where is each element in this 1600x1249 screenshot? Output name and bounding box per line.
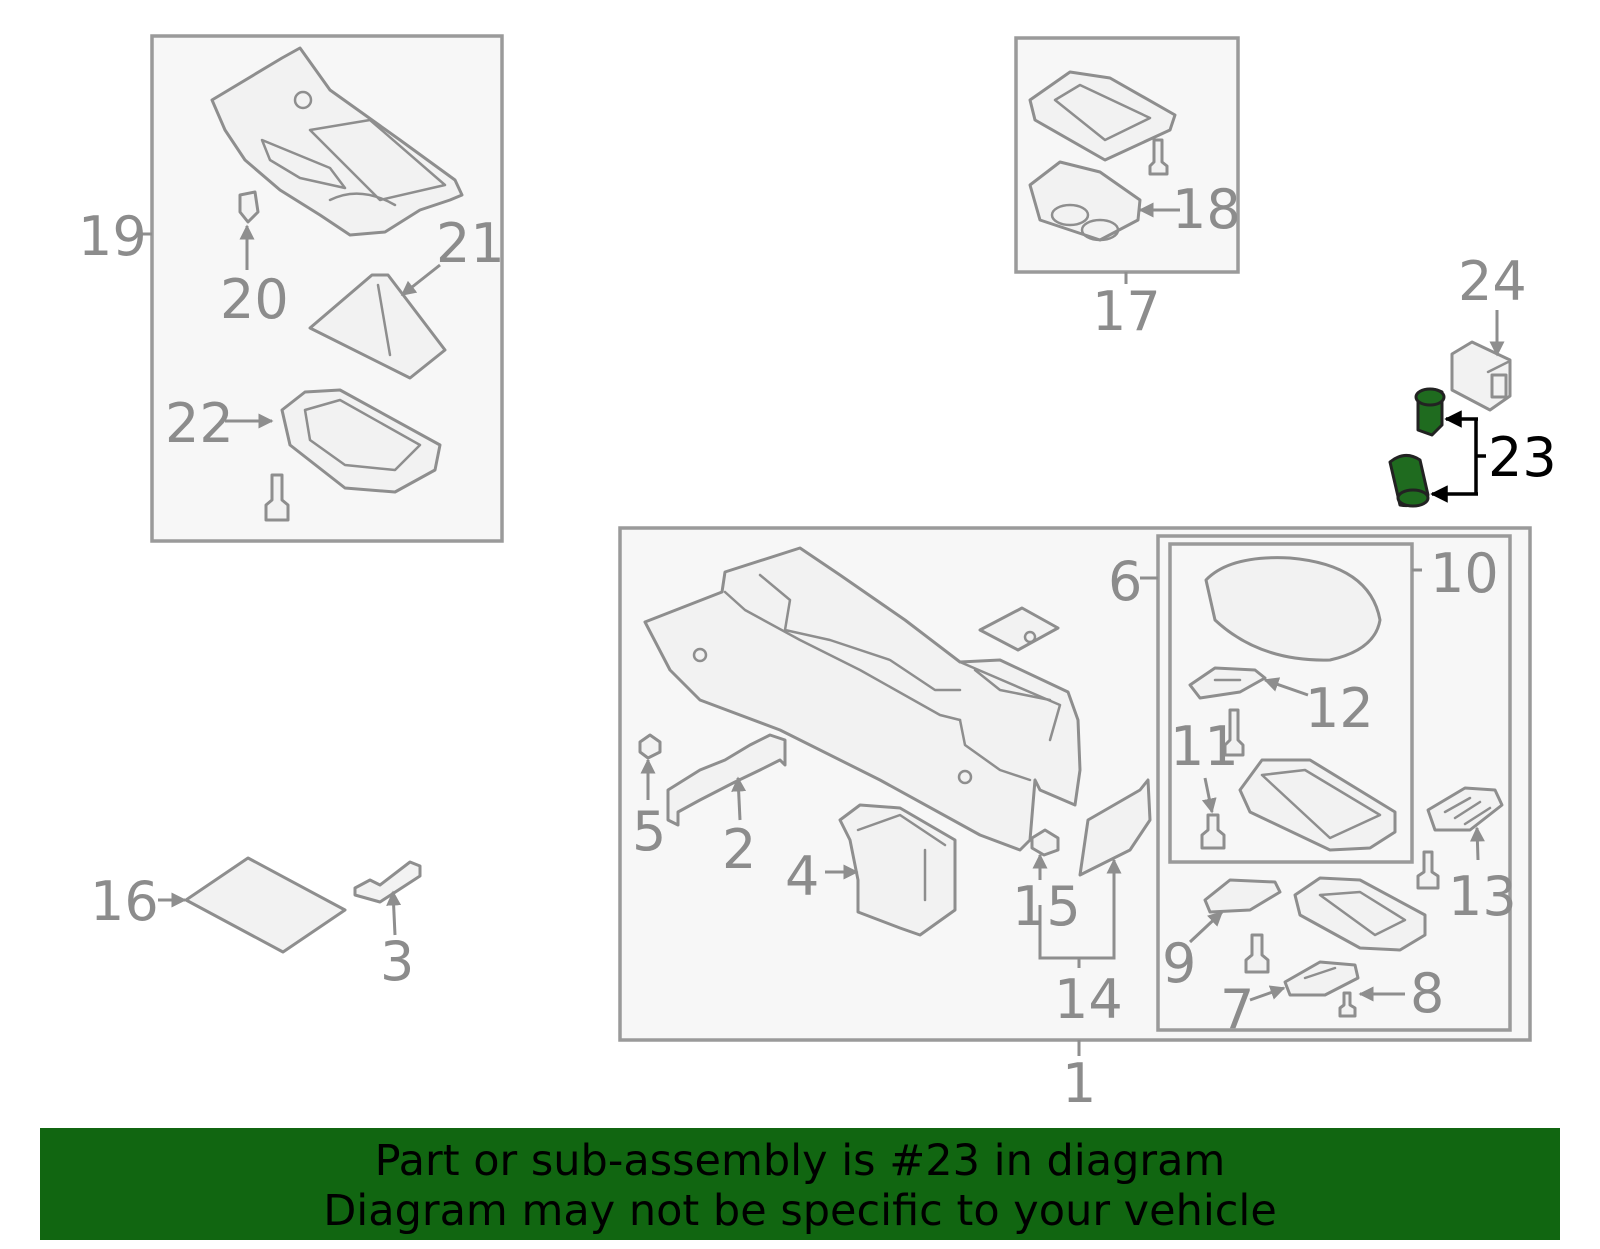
info-banner: Part or sub-assembly is #23 in diagram D… (40, 1128, 1560, 1240)
callout-16: 16 (90, 870, 159, 933)
shift-boot-21 (308, 273, 447, 380)
callout-labels: 1 2 3 4 5 6 7 8 9 10 11 12 13 14 15 16 1… (78, 178, 1557, 1115)
assembly-17-group (1014, 36, 1240, 284)
screw-17 (1148, 138, 1169, 176)
screw-11 (1200, 813, 1226, 850)
callout-1: 1 (1062, 1052, 1096, 1115)
screw-9 (1244, 933, 1270, 974)
callout-18: 18 (1172, 178, 1241, 241)
part-3-group (353, 860, 422, 936)
callout-8: 8 (1410, 962, 1444, 1025)
screw-6a (1223, 708, 1245, 757)
callout-12: 12 (1305, 677, 1374, 740)
callout-10: 10 (1430, 542, 1499, 605)
banner-line-part-number: Part or sub-assembly is #23 in diagram (374, 1136, 1226, 1186)
plate (978, 606, 1060, 652)
clip-20 (238, 190, 260, 224)
callout-2: 2 (722, 818, 756, 881)
part-16-group (158, 856, 347, 954)
callout-15: 15 (1012, 875, 1081, 938)
inner-tray (1293, 876, 1427, 952)
vent-13 (1426, 786, 1504, 832)
side-panel-14 (1078, 778, 1152, 877)
clip-15 (1030, 828, 1060, 857)
callout-4: 4 (785, 845, 819, 908)
callout-6: 6 (1108, 550, 1142, 613)
bracket-3 (353, 860, 422, 904)
assembly-17-box (1014, 36, 1240, 274)
callout-7: 7 (1220, 978, 1254, 1041)
armrest-lid (1204, 556, 1382, 662)
callout-13: 13 (1448, 865, 1517, 928)
screw-19 (264, 473, 290, 522)
bracket-2 (666, 733, 787, 827)
callout-14: 14 (1054, 968, 1123, 1031)
switch-7 (1283, 960, 1360, 997)
callout-5: 5 (632, 800, 666, 863)
callout-11: 11 (1170, 715, 1239, 778)
callout-3: 3 (380, 930, 414, 993)
banner-line-disclaimer: Diagram may not be specific to your vehi… (323, 1186, 1277, 1236)
callout-24: 24 (1458, 250, 1527, 313)
callout-9: 9 (1162, 932, 1196, 995)
callout-17: 17 (1092, 280, 1161, 343)
tray-22 (280, 388, 442, 494)
clip-5 (638, 733, 662, 760)
lid-inner (1238, 758, 1397, 852)
part-23-group (1388, 387, 1486, 508)
pin-8 (1338, 991, 1357, 1018)
part-24-group (1450, 310, 1512, 412)
callout-20: 20 (220, 268, 289, 331)
callout-22: 22 (165, 392, 234, 455)
callout-19: 19 (78, 205, 147, 268)
screw-13 (1416, 850, 1440, 890)
callout-23: 23 (1488, 426, 1557, 489)
callout-21: 21 (436, 212, 505, 275)
console-top-panel (210, 46, 464, 237)
mat-16 (184, 856, 347, 954)
assembly-19-group (142, 34, 504, 543)
assembly-1-group (618, 526, 1532, 1056)
